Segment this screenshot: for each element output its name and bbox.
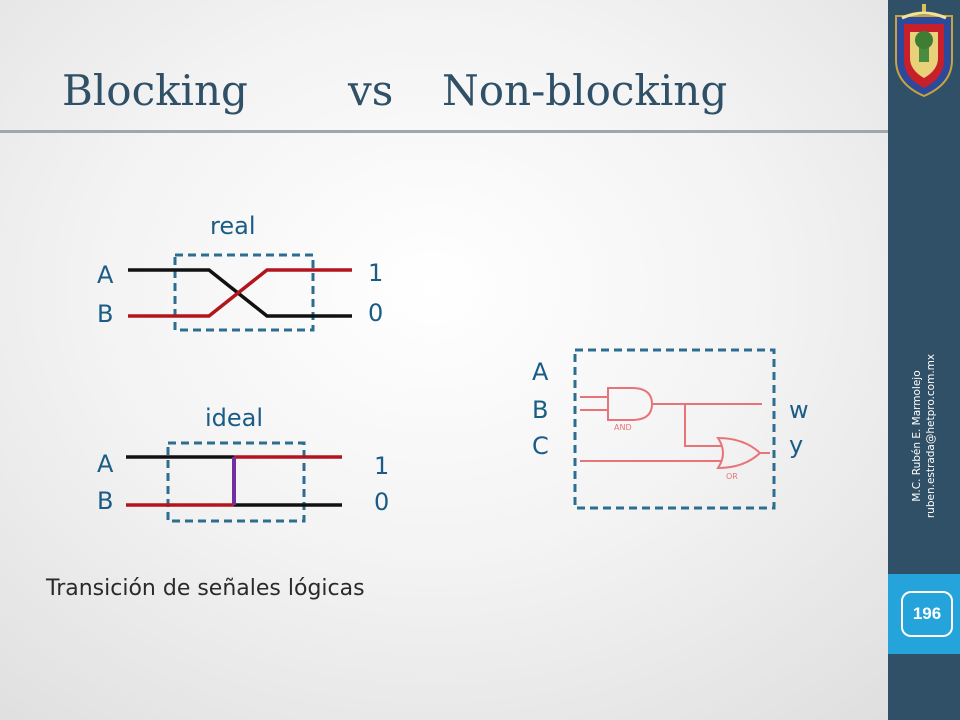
- ideal-title: ideal: [205, 404, 264, 432]
- real-title: real: [210, 212, 256, 240]
- ideal-signal-diagram: [126, 441, 342, 523]
- or-gate-label: OR: [726, 472, 738, 481]
- real-signal-diagram: [128, 253, 352, 332]
- logic-gate-diagram: AND OR: [573, 348, 776, 510]
- title-underline: [0, 130, 888, 133]
- title-vs: vs: [348, 66, 394, 115]
- gate-input-c: C: [532, 432, 549, 460]
- ideal-input-a: A: [97, 450, 114, 478]
- ideal-output-1: 1: [374, 452, 390, 480]
- real-signal-b-line: [128, 268, 352, 318]
- gate-dashed-box: [573, 348, 776, 510]
- and-gate-icon: [607, 387, 654, 421]
- ideal-dashed-box: [166, 441, 306, 523]
- diagrams: AND OR: [126, 253, 776, 523]
- real-input-a: A: [97, 261, 114, 289]
- or-gate-icon: [716, 436, 762, 470]
- author-credit: M.C. Rubén E. Marmolejo ruben.estrada@he…: [910, 354, 938, 518]
- gate-output-y: y: [789, 431, 804, 459]
- real-dashed-box: [173, 253, 315, 332]
- gate-input-b: B: [532, 396, 549, 424]
- and-gate-label: AND: [614, 423, 632, 432]
- author-email: ruben.estrada@hetpro.com.mx: [925, 353, 937, 519]
- ideal-output-0: 0: [374, 488, 390, 516]
- title-non-blocking: Non-blocking: [442, 66, 728, 115]
- author-name: M.C. Rubén E. Marmolejo: [911, 370, 923, 502]
- university-seal-icon: [895, 4, 953, 98]
- real-output-0: 0: [368, 299, 384, 327]
- title-blocking: Blocking: [62, 66, 248, 115]
- real-output-1: 1: [368, 259, 384, 287]
- gate-output-w: w: [789, 396, 809, 424]
- slide-caption: Transición de señales lógicas: [46, 576, 365, 601]
- page-number: 196: [901, 591, 953, 637]
- real-input-b: B: [97, 300, 114, 328]
- page-number-band: [888, 574, 960, 654]
- gate-input-a: A: [532, 358, 549, 386]
- ideal-input-b: B: [97, 487, 114, 515]
